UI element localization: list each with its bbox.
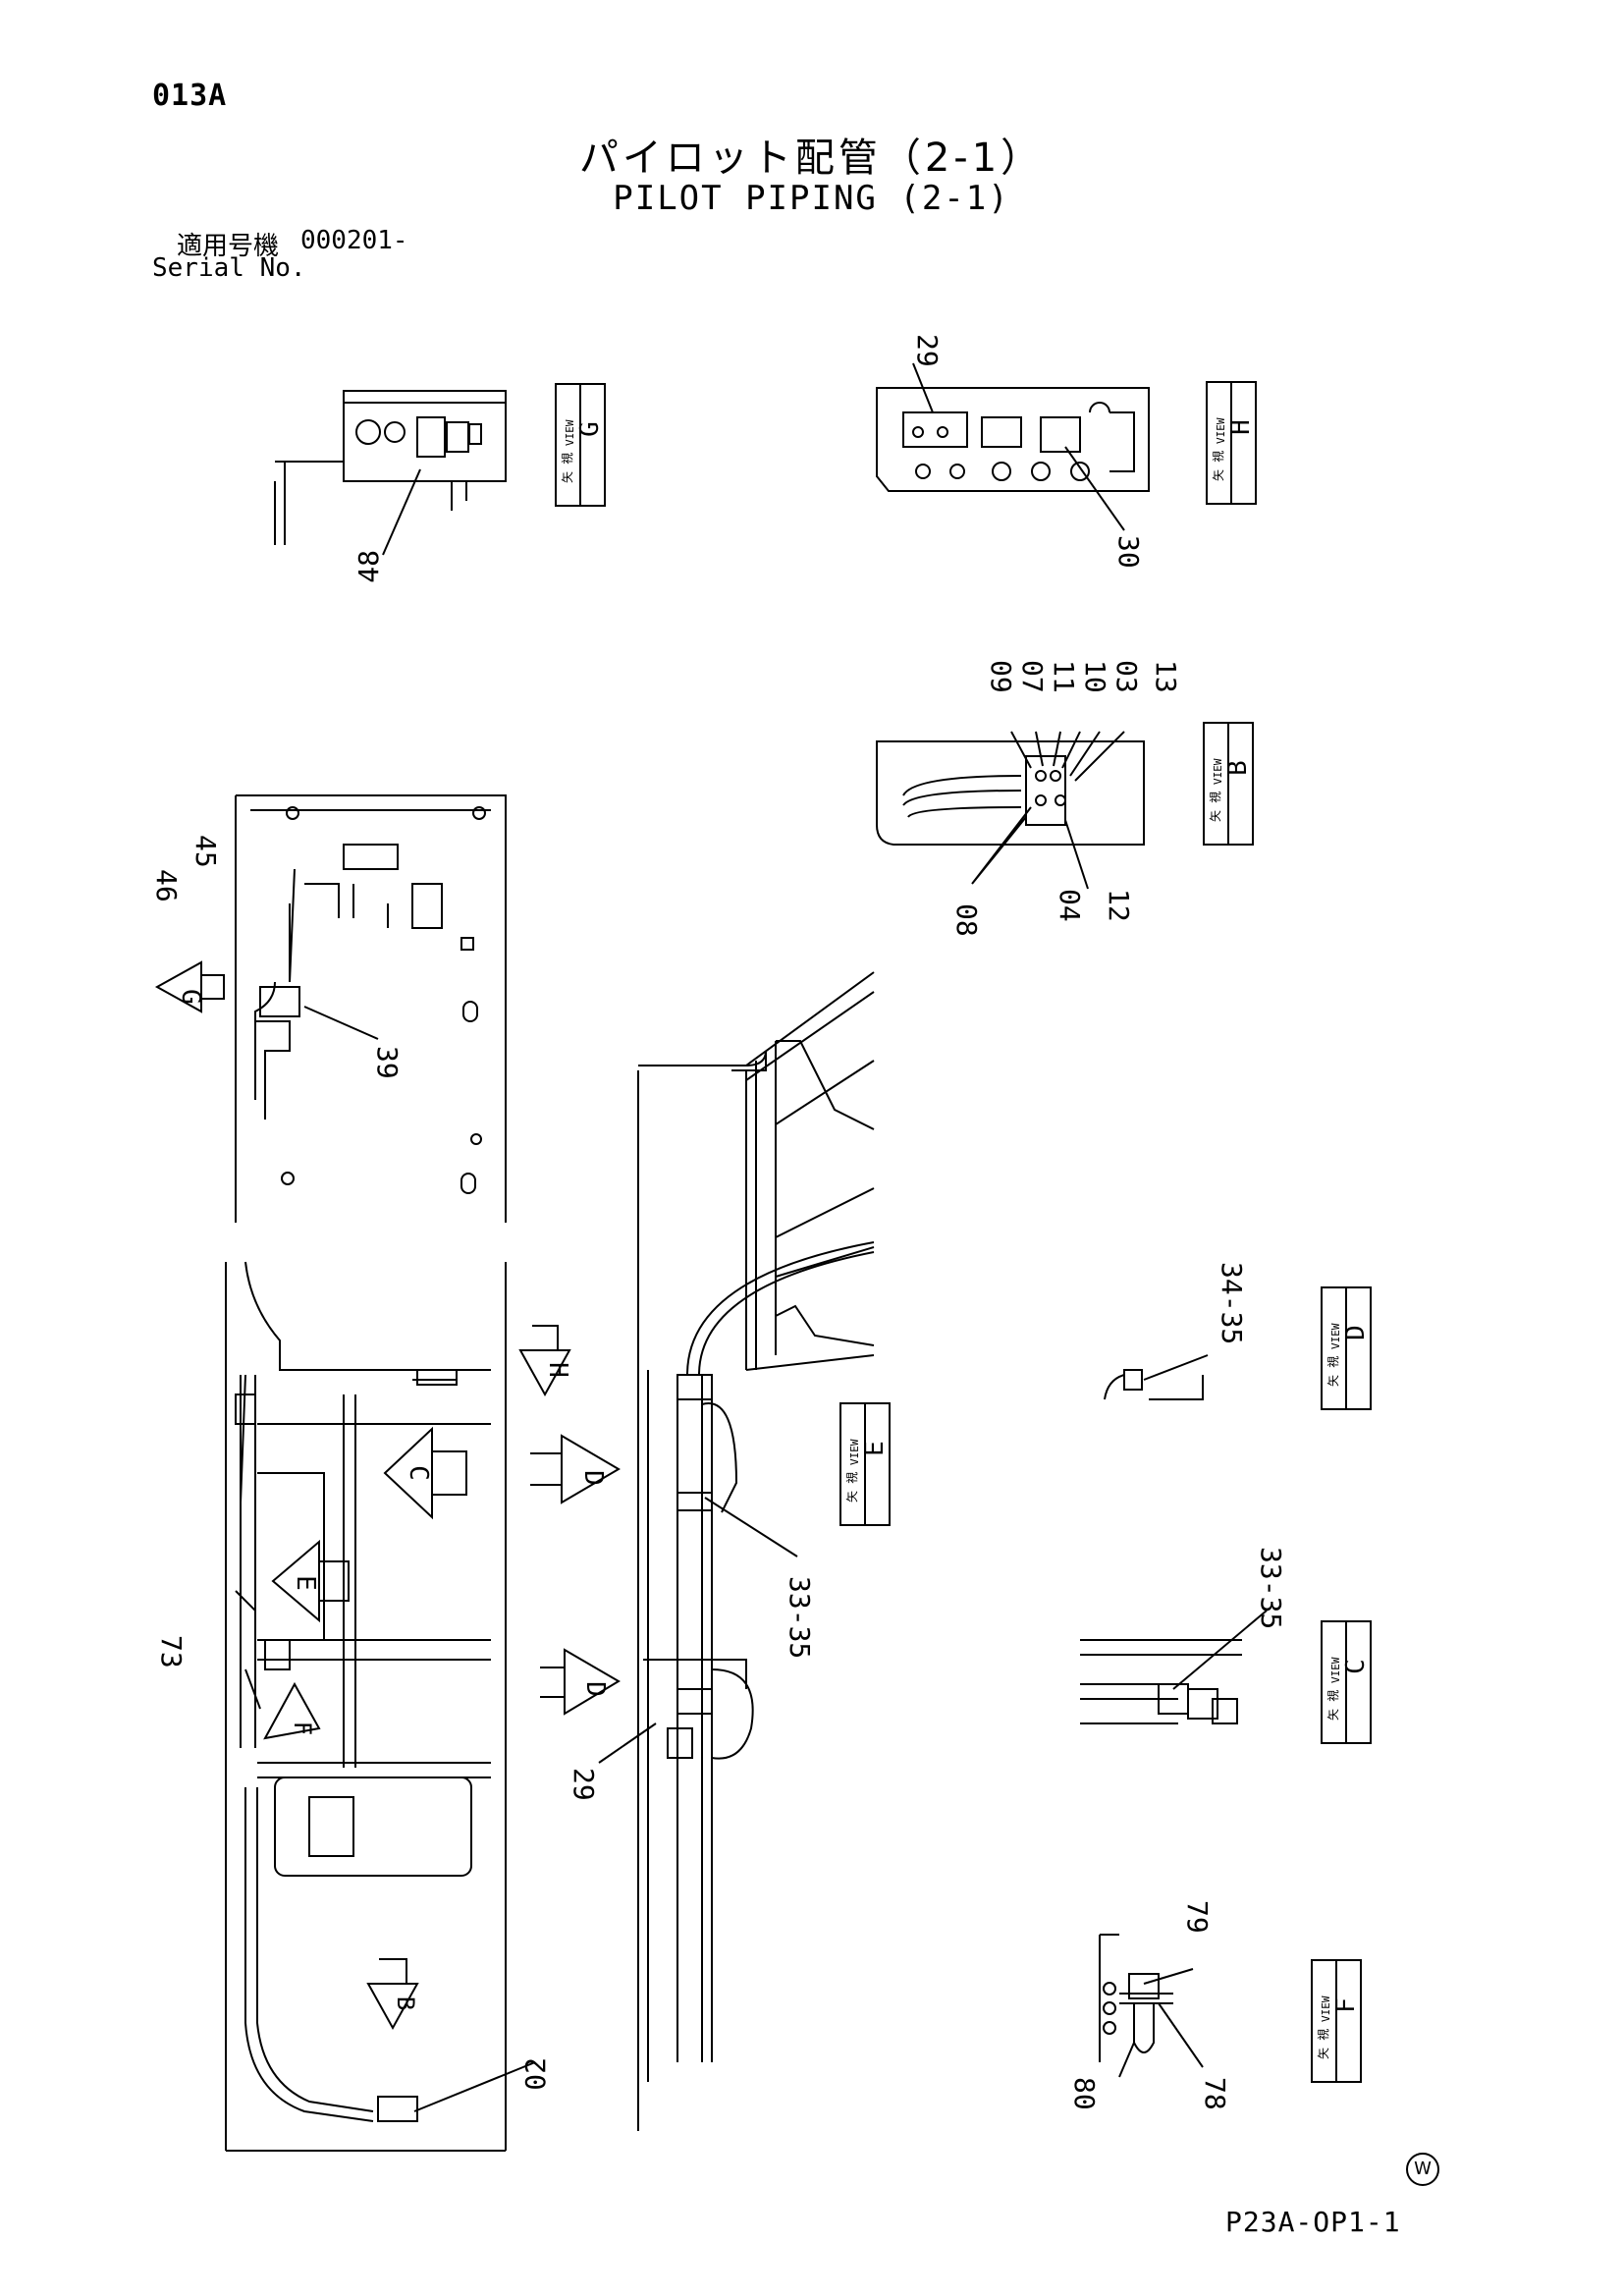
detail-view-d: [1104, 1369, 1204, 1400]
detail-view-c: [1080, 1639, 1242, 1724]
svg-text:F: F: [289, 1722, 316, 1735]
callout-09: 09: [985, 660, 1017, 693]
callout-46: 46: [150, 869, 183, 902]
callout-48: 48: [352, 550, 385, 583]
callout-78: 78: [1199, 2077, 1231, 2110]
main-frame-lower: [225, 1261, 507, 2152]
svg-text:矢 視: 矢 視: [844, 1472, 859, 1503]
serial-value: 000201-: [300, 226, 408, 255]
svg-text:G: G: [575, 421, 604, 437]
view-box-g: 矢 視 VIEW G: [555, 383, 606, 507]
callout-11: 11: [1048, 660, 1080, 693]
svg-text:H: H: [1226, 419, 1255, 435]
callout-79: 79: [1181, 1900, 1214, 1934]
revision-mark: W: [1406, 2153, 1439, 2186]
svg-text:E: E: [860, 1441, 889, 1456]
svg-text:D: D: [578, 1470, 608, 1486]
page-title-english: PILOT PIPING (2-1): [613, 179, 1010, 218]
callout-03: 03: [1110, 660, 1143, 693]
view-box-d: 矢 視 VIEW D: [1321, 1286, 1372, 1410]
callout-02: 02: [519, 2057, 552, 2091]
callout-33-35-view-c: 33-35: [1255, 1547, 1287, 1629]
svg-text:D: D: [580, 1681, 610, 1697]
detail-view-f: [1099, 1934, 1173, 2062]
view-arrow-c: C: [383, 1426, 467, 1520]
svg-text:VIEW: VIEW: [1215, 417, 1227, 444]
svg-text:G: G: [176, 989, 205, 1005]
callout-04: 04: [1054, 889, 1086, 922]
svg-text:VIEW: VIEW: [1329, 1323, 1342, 1349]
callout-34-35: 34-35: [1216, 1262, 1248, 1344]
serial-label-english: Serial No.: [152, 253, 306, 283]
callout-10: 10: [1079, 660, 1111, 693]
svg-text:VIEW: VIEW: [848, 1439, 861, 1465]
svg-text:VIEW: VIEW: [564, 419, 576, 446]
callout-13: 13: [1150, 660, 1182, 693]
svg-text:VIEW: VIEW: [1320, 1995, 1332, 2022]
view-arrow-b: B: [366, 1958, 419, 2031]
callout-45: 45: [189, 835, 222, 868]
callout-80: 80: [1068, 2077, 1101, 2110]
callout-07: 07: [1016, 660, 1049, 693]
svg-text:矢 視: 矢 視: [1325, 1356, 1340, 1387]
svg-text:矢 視: 矢 視: [1316, 2029, 1330, 2059]
view-box-b: 矢 視 VIEW B: [1203, 722, 1254, 846]
view-arrow-h: H: [518, 1325, 572, 1397]
callout-29: 29: [911, 334, 944, 367]
drawing-code: P23A-OP1-1: [1225, 2206, 1401, 2238]
view-arrows: G H C D E F D B: [154, 960, 621, 2031]
detail-view-h: [876, 387, 1150, 492]
callout-73: 73: [155, 1635, 188, 1668]
svg-text:矢 視: 矢 視: [1325, 1690, 1340, 1721]
callout-08: 08: [950, 903, 983, 937]
detail-view-b: [876, 740, 1145, 846]
svg-text:矢 視: 矢 視: [1211, 451, 1225, 481]
view-arrow-d-lower: D: [540, 1648, 621, 1716]
view-arrow-e: E: [271, 1539, 350, 1623]
callout-33-35: 33-35: [784, 1576, 816, 1659]
view-arrow-g: G: [154, 960, 225, 1013]
page-code: 013A: [152, 79, 228, 113]
callout-12: 12: [1103, 889, 1135, 922]
svg-text:VIEW: VIEW: [1329, 1657, 1342, 1683]
main-frame-upper: [235, 794, 507, 1223]
view-arrow-f: F: [263, 1681, 321, 1740]
view-box-e: 矢 視 VIEW E: [839, 1402, 891, 1526]
view-box-h: 矢 視 VIEW H: [1206, 381, 1257, 505]
detail-view-g: [274, 390, 507, 545]
view-arrow-d-upper: D: [530, 1434, 621, 1504]
callout-29-lower: 29: [568, 1768, 600, 1801]
svg-text:B: B: [1223, 760, 1252, 776]
svg-text:C: C: [404, 1465, 433, 1481]
svg-text:C: C: [1341, 1659, 1370, 1674]
svg-text:D: D: [1341, 1325, 1370, 1340]
callout-leaders: [244, 362, 1268, 2112]
serial-label-japanese: 適用号機: [177, 232, 280, 261]
svg-text:H: H: [543, 1362, 572, 1378]
view-box-c: 矢 視 VIEW C: [1321, 1620, 1372, 1744]
svg-text:矢 視: 矢 視: [1208, 792, 1222, 822]
callout-39: 39: [371, 1046, 404, 1079]
callout-labels: 48 29 30 09 07 11 10 03 13 08 04 12 45 4…: [150, 334, 1287, 2110]
svg-text:VIEW: VIEW: [1212, 758, 1224, 785]
svg-text:F: F: [1331, 1997, 1360, 2013]
view-box-f: 矢 視 VIEW F: [1311, 1959, 1362, 2083]
svg-text:B: B: [392, 1996, 419, 2010]
svg-text:矢 視: 矢 視: [560, 453, 574, 483]
svg-text:E: E: [291, 1575, 320, 1591]
callout-30: 30: [1112, 535, 1145, 569]
page-title-japanese: パイロット配管（2-1）: [578, 136, 1045, 181]
center-frame: [637, 971, 875, 2131]
